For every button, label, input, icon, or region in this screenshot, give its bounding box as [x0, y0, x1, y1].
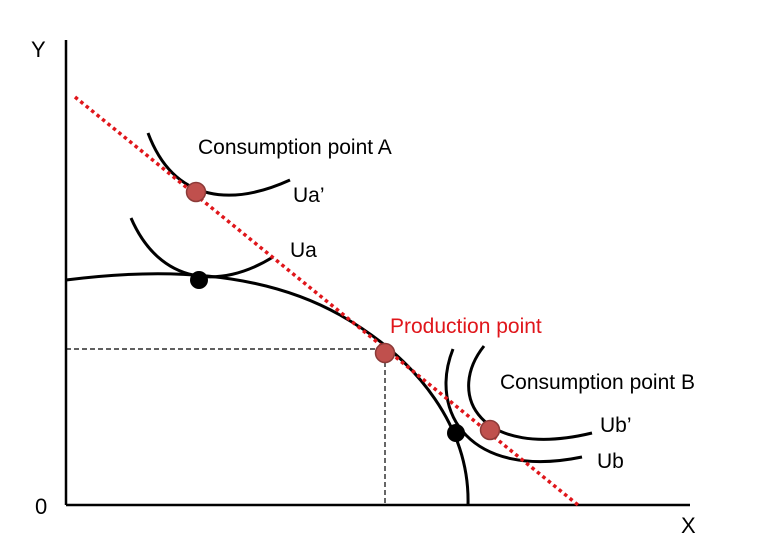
production-point-marker — [374, 342, 396, 364]
ua-prime-label: Ua’ — [293, 184, 325, 207]
indifference-curve-ub-prime — [467, 345, 593, 441]
autarky-point-b — [447, 424, 465, 442]
y-axis-label: Y — [31, 37, 46, 62]
consumption-point-a-marker — [185, 181, 207, 203]
indifference-curve-ub — [444, 348, 583, 463]
origin-label: 0 — [35, 494, 47, 519]
ub-label: Ub — [597, 450, 624, 473]
consumption-point-a-label: Consumption point A — [198, 136, 392, 159]
ua-label: Ua — [290, 239, 317, 262]
ub-prime-label: Ub’ — [600, 414, 632, 437]
production-point-label: Production point — [390, 315, 542, 338]
x-axis-label: X — [681, 513, 696, 538]
consumption-point-b-label: Consumption point B — [500, 371, 695, 394]
indifference-curve-ua-prime — [146, 132, 291, 197]
autarky-point-a — [190, 271, 208, 289]
consumption-point-b-marker — [479, 419, 501, 441]
production-possibility-frontier — [65, 272, 470, 506]
indifference-curve-ua — [129, 217, 274, 279]
